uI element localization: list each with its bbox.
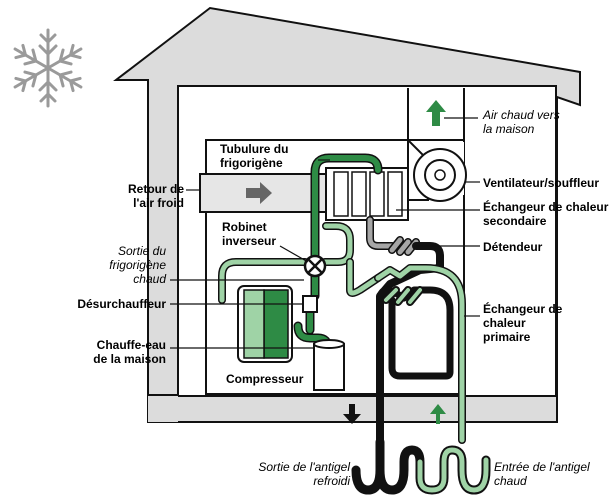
compressor	[237, 285, 293, 363]
secondary-heat-exchanger	[325, 167, 409, 221]
label-detendeur: Détendeur	[483, 240, 543, 254]
hot-water-tank	[313, 339, 345, 391]
snowflake-icon	[9, 28, 87, 108]
arrow-right-icon	[246, 182, 272, 204]
arrow-up-icon	[426, 100, 446, 126]
leader-lines	[170, 117, 480, 349]
ground-loop	[351, 437, 491, 495]
blower	[407, 137, 467, 202]
arrow-down-icon	[343, 404, 361, 424]
label-desurchauffeur: Désurchauffeur	[77, 297, 166, 311]
reversing-valve-icon	[303, 254, 327, 278]
label-compresseur: Compresseur	[226, 372, 304, 386]
label-ventilateur: Ventilateur/souffleur	[483, 176, 600, 190]
desuperheater	[302, 295, 318, 313]
arrow-up-icon	[430, 404, 446, 424]
